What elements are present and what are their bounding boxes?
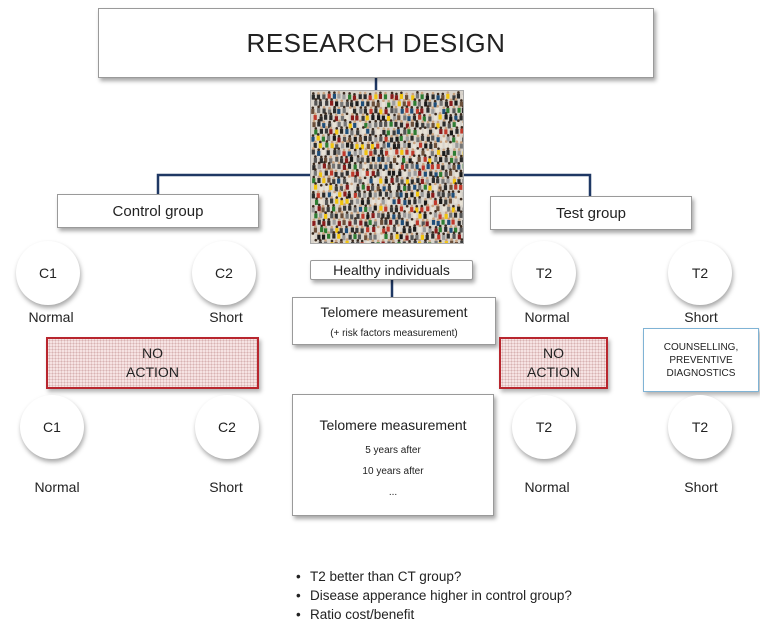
circle-c2-top: C2	[192, 241, 256, 305]
circle-label: Normal	[524, 479, 570, 495]
circle-c2-bottom: C2	[195, 395, 259, 459]
followup-5-years: 5 years after	[365, 445, 421, 456]
telomere-followup-title: Telomere measurement	[319, 417, 467, 433]
circle-t2-short-bottom: T2	[668, 395, 732, 459]
circle-label: Short	[209, 309, 243, 325]
control-group-box: Control group	[57, 194, 259, 228]
counselling-line: PREVENTIVE	[669, 354, 733, 366]
no-action-line: NO	[543, 345, 564, 361]
counselling-line: COUNSELLING,	[663, 341, 739, 353]
bullet-item: Ratio cost/benefit	[296, 605, 572, 624]
telomere-measurement-box: Telomere measurement (+ risk factors mea…	[292, 297, 496, 345]
circle-label: Short	[209, 479, 243, 495]
circle-label: Normal	[28, 309, 74, 325]
conclusion-list: T2 better than CT group? Disease apperan…	[296, 567, 572, 624]
bullet-item: Disease apperance higher in control grou…	[296, 586, 572, 605]
telomere-measurement-title: Telomere measurement	[320, 303, 468, 320]
no-action-box-test: NO ACTION	[499, 337, 608, 389]
circle-label: Normal	[524, 309, 570, 325]
circle-t2-normal-top: T2	[512, 241, 576, 305]
test-group-box: Test group	[490, 196, 692, 230]
circle-c1-bottom: C1	[20, 395, 84, 459]
circle-label: Normal	[34, 479, 80, 495]
followup-10-years: 10 years after	[362, 466, 424, 477]
circle-label: Short	[684, 479, 718, 495]
no-action-line: ACTION	[126, 364, 179, 380]
no-action-line: ACTION	[527, 364, 580, 380]
diagram-title: RESEARCH DESIGN	[98, 8, 654, 78]
bullet-item: T2 better than CT group?	[296, 567, 572, 586]
telomere-followup-box: Telomere measurement 5 years after 10 ye…	[292, 394, 494, 516]
counselling-line: DIAGNOSTICS	[666, 367, 736, 379]
followup-ellipsis: ...	[388, 487, 398, 498]
no-action-box-control: NO ACTION	[46, 337, 259, 389]
no-action-line: NO	[142, 345, 163, 361]
risk-factors-note: (+ risk factors measurement)	[330, 327, 458, 339]
counselling-box: COUNSELLING, PREVENTIVE DIAGNOSTICS	[643, 328, 759, 392]
healthy-individuals-box: Healthy individuals	[310, 260, 473, 280]
circle-c1-top: C1	[16, 241, 80, 305]
crowd-image	[310, 90, 464, 244]
circle-t2-normal-bottom: T2	[512, 395, 576, 459]
circle-label: Short	[684, 309, 718, 325]
circle-t2-short-top: T2	[668, 241, 732, 305]
